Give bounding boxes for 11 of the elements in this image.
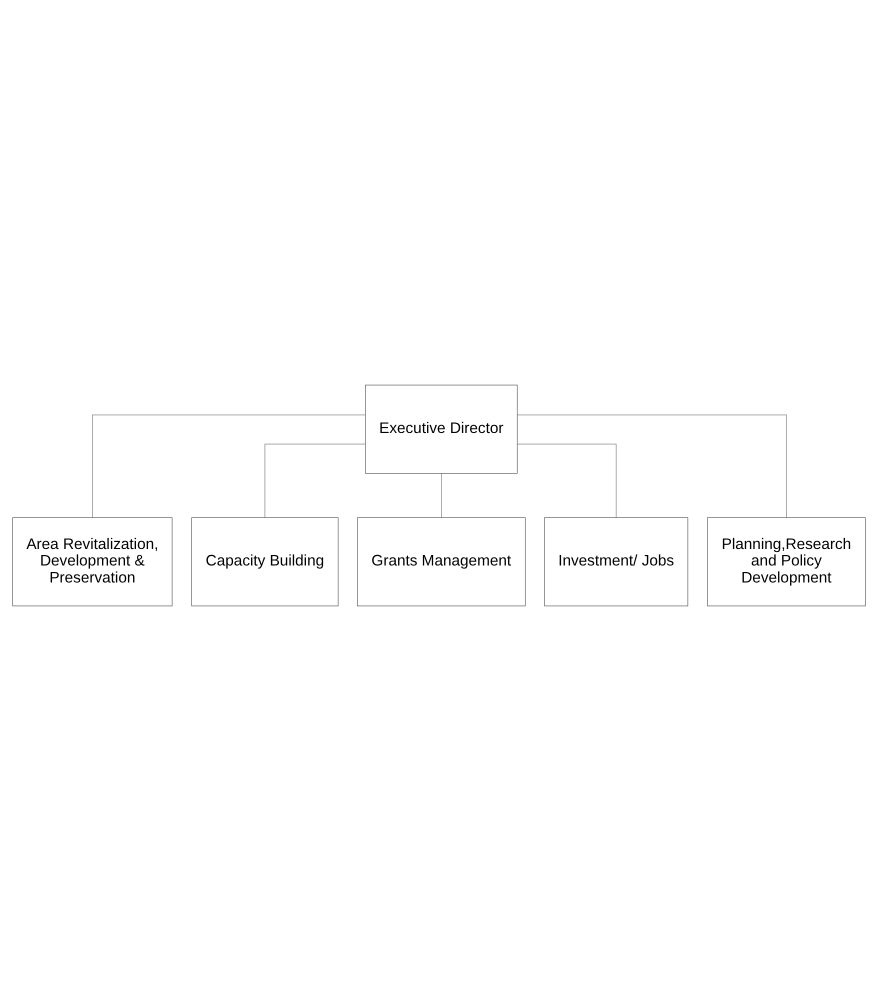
node-box: Planning,Research and Policy Development bbox=[707, 517, 866, 606]
connector bbox=[441, 473, 442, 518]
node-box: Capacity Building bbox=[191, 517, 338, 606]
connector bbox=[92, 414, 366, 518]
node-box: Executive Director bbox=[365, 384, 518, 474]
connector bbox=[516, 414, 787, 518]
connector bbox=[264, 444, 366, 518]
node-box: Grants Management bbox=[357, 517, 526, 606]
connector bbox=[516, 444, 616, 518]
node-box: Investment/ Jobs bbox=[544, 517, 688, 606]
node-box: Area Revitalization, Development & Preservation bbox=[12, 517, 172, 606]
